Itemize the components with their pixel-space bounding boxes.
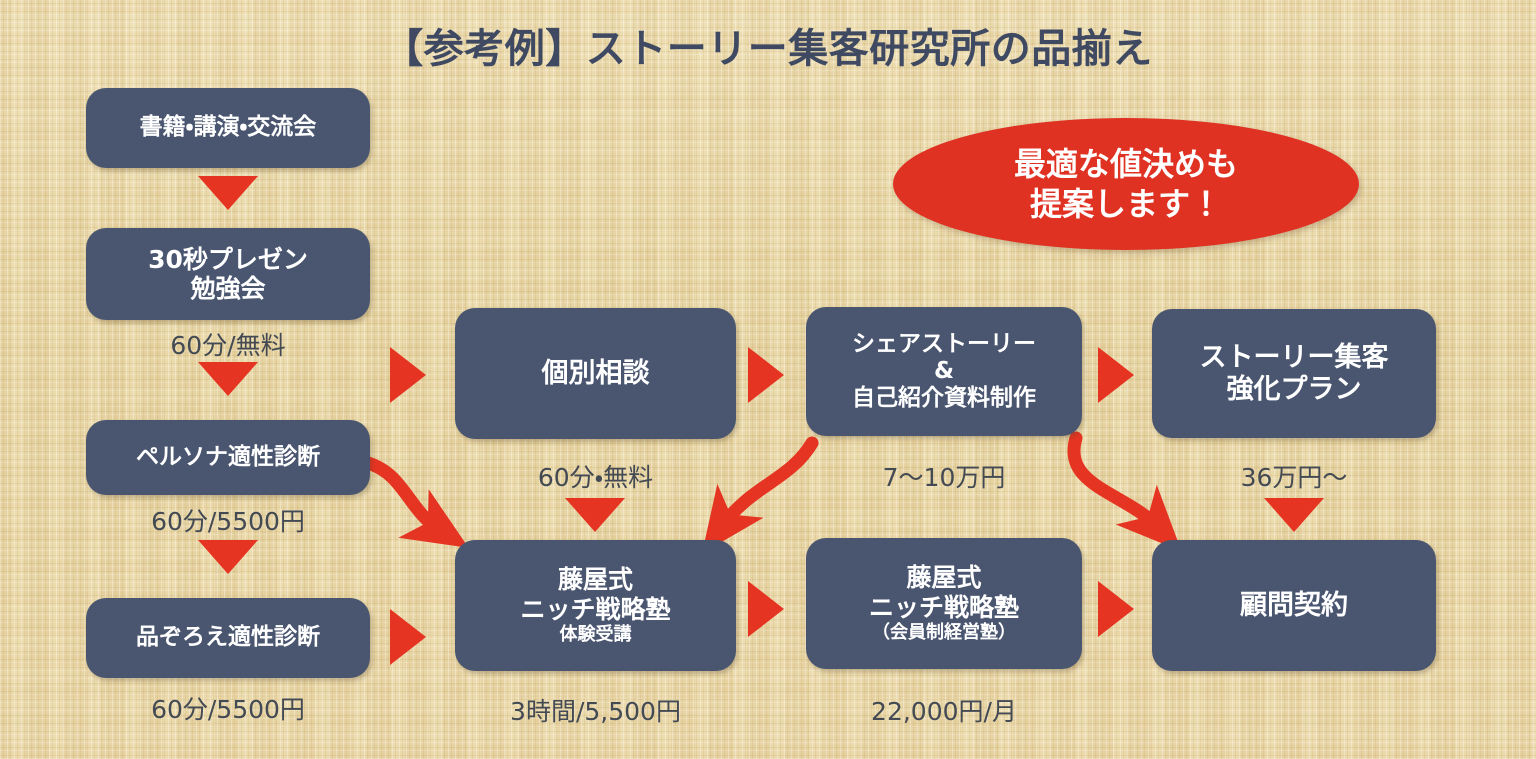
node-advisory[interactable]: 顧問契約 — [1152, 540, 1436, 671]
node-trial-line1: 藤屋式 — [557, 565, 633, 595]
arrow-persona-to-lineup — [198, 540, 258, 574]
callout-line1: 最適な値決めも — [1013, 145, 1238, 183]
caption-consult-price: 60分・無料 — [537, 463, 654, 492]
node-share-story-line1: シェアストーリー — [852, 330, 1036, 357]
arrow-plan-to-advisory — [1264, 498, 1324, 532]
caption-pitch-price: 60分/無料 — [170, 331, 286, 360]
arrow-trial-to-school — [748, 581, 784, 637]
arrow-consult-to-sharestory — [748, 347, 784, 403]
node-plan-line1: ストーリー集客 — [1199, 341, 1389, 373]
node-school-line1: 藤屋式 — [906, 563, 982, 593]
caption-plan-price: 36万円〜 — [1240, 463, 1348, 492]
node-lineup-line1: 品ぞろえ適性診断 — [136, 624, 320, 651]
arrow-lineup-to-trial — [390, 609, 426, 665]
caption-persona-price: 60分/5500円 — [151, 507, 305, 536]
node-pitch-line2: 勉強会 — [190, 274, 266, 303]
arrow-books-to-pitch — [198, 176, 258, 210]
caption-lineup-price: 60分/5500円 — [151, 695, 305, 724]
node-books[interactable]: 書籍・講演・交流会 — [86, 88, 370, 168]
callout-pricing: 最適な値決めも 提案します！ — [893, 118, 1359, 250]
node-share-story-line2: & — [933, 357, 955, 384]
arrow-pitch-to-consult — [390, 347, 426, 403]
node-plan-line2: 強化プラン — [1226, 373, 1362, 405]
caption-trial-price: 3時間/5,500円 — [510, 697, 681, 726]
node-school-sub: （会員制経営塾） — [872, 622, 1016, 644]
node-pitch[interactable]: 30秒プレゼン 勉強会 — [86, 228, 370, 320]
page-title: 【参考例】ストーリー集客研究所の品揃え — [383, 26, 1153, 72]
arrow-pitch-to-persona — [198, 362, 258, 396]
caption-school-price: 22,000円/月 — [871, 697, 1017, 726]
node-consult-line1: 個別相談 — [541, 357, 650, 389]
node-books-line1: 書籍・講演・交流会 — [139, 114, 317, 141]
arrow-consult-to-trial — [565, 498, 625, 532]
node-plan[interactable]: ストーリー集客 強化プラン — [1152, 309, 1436, 438]
node-pitch-line1: 30秒プレゼン — [148, 244, 308, 274]
node-trial-line2: ニッチ戦略塾 — [520, 594, 671, 624]
node-school[interactable]: 藤屋式 ニッチ戦略塾 （会員制経営塾） — [806, 538, 1082, 669]
node-share-story[interactable]: シェアストーリー & 自己紹介資料制作 — [806, 307, 1082, 436]
curve-persona-to-trial — [361, 456, 469, 548]
node-trial[interactable]: 藤屋式 ニッチ戦略塾 体験受講 — [455, 540, 736, 671]
node-persona[interactable]: ペルソナ適性診断 — [86, 420, 370, 495]
node-lineup[interactable]: 品ぞろえ適性診断 — [86, 598, 370, 678]
node-school-line2: ニッチ戦略塾 — [868, 592, 1019, 622]
callout-line2: 提案します！ — [1029, 185, 1222, 223]
node-advisory-line1: 顧問契約 — [1240, 589, 1348, 621]
node-persona-line1: ペルソナ適性診断 — [136, 443, 320, 470]
arrow-sharestory-to-plan — [1098, 347, 1134, 403]
node-consult[interactable]: 個別相談 — [455, 308, 736, 439]
curve-sharestory-to-advisory — [1067, 431, 1182, 552]
node-trial-sub: 体験受講 — [559, 624, 632, 646]
arrow-school-to-advisory — [1098, 581, 1134, 637]
caption-share-story-price: 7〜10万円 — [882, 463, 1006, 492]
node-share-story-line3: 自己紹介資料制作 — [852, 385, 1036, 412]
